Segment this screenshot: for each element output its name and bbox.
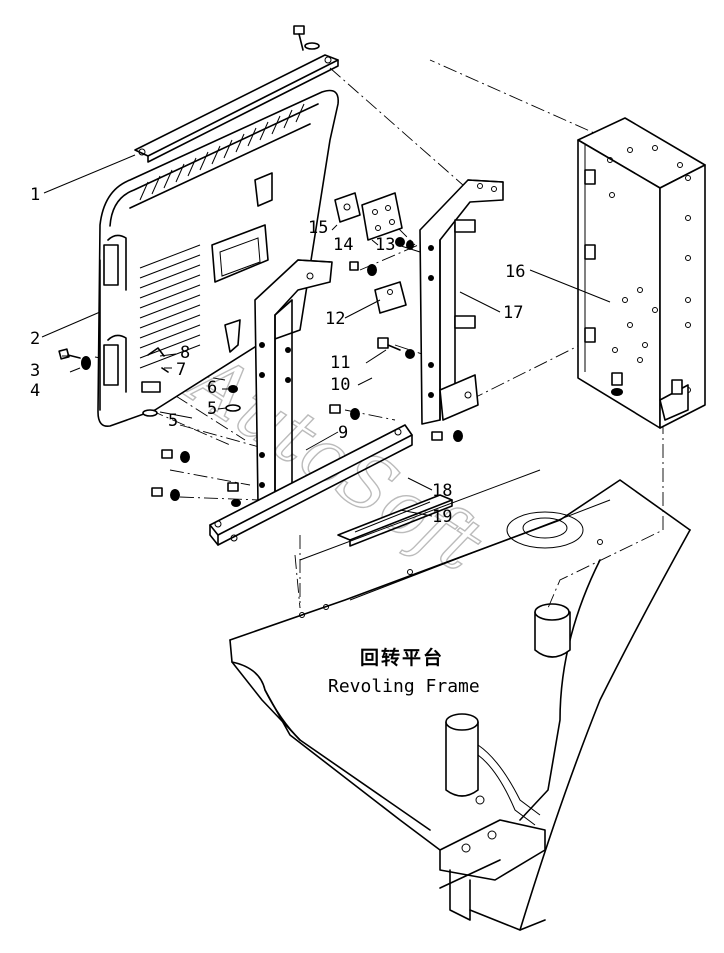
callout-9: 9 <box>338 423 348 443</box>
callout-7: 7 <box>176 360 186 380</box>
callout-11: 11 <box>330 353 350 373</box>
electrical-cabinet <box>577 117 706 429</box>
base-plate <box>209 424 453 547</box>
screw-washer-3-4 <box>58 348 91 370</box>
callout-12: 12 <box>325 309 345 329</box>
bolt-group-left <box>151 404 360 507</box>
door-panel <box>97 89 339 428</box>
small-hardware-5-8 <box>141 319 241 417</box>
callout-13: 13 <box>375 235 395 255</box>
right-bracket <box>419 179 504 425</box>
callout-18: 18 <box>432 481 452 501</box>
callout-14: 14 <box>333 235 353 255</box>
caption-english: Revoling Frame <box>328 676 480 697</box>
callout-8: 8 <box>180 343 190 363</box>
callout-16: 16 <box>505 262 525 282</box>
callout-5b: 5 <box>207 399 217 419</box>
callout-19: 19 <box>432 507 452 527</box>
callout-labels: 1 2 3 4 5 6 5 7 8 9 10 11 12 13 14 15 16… <box>30 185 525 527</box>
caption-chinese: 回转平台 <box>360 646 444 669</box>
small-brackets-12-15 <box>334 192 415 359</box>
leader-lines <box>41 154 611 517</box>
callout-1: 1 <box>30 185 40 205</box>
top-rail <box>134 25 339 163</box>
bolt-group-right <box>431 430 463 442</box>
callout-5a: 5 <box>168 411 178 431</box>
callout-6: 6 <box>207 378 217 398</box>
callout-4: 4 <box>30 381 40 401</box>
callout-17: 17 <box>503 303 523 323</box>
callout-10: 10 <box>330 375 350 395</box>
callout-3: 3 <box>30 361 40 381</box>
revolving-frame <box>229 469 691 931</box>
callout-15: 15 <box>308 218 328 238</box>
callout-2: 2 <box>30 329 40 349</box>
